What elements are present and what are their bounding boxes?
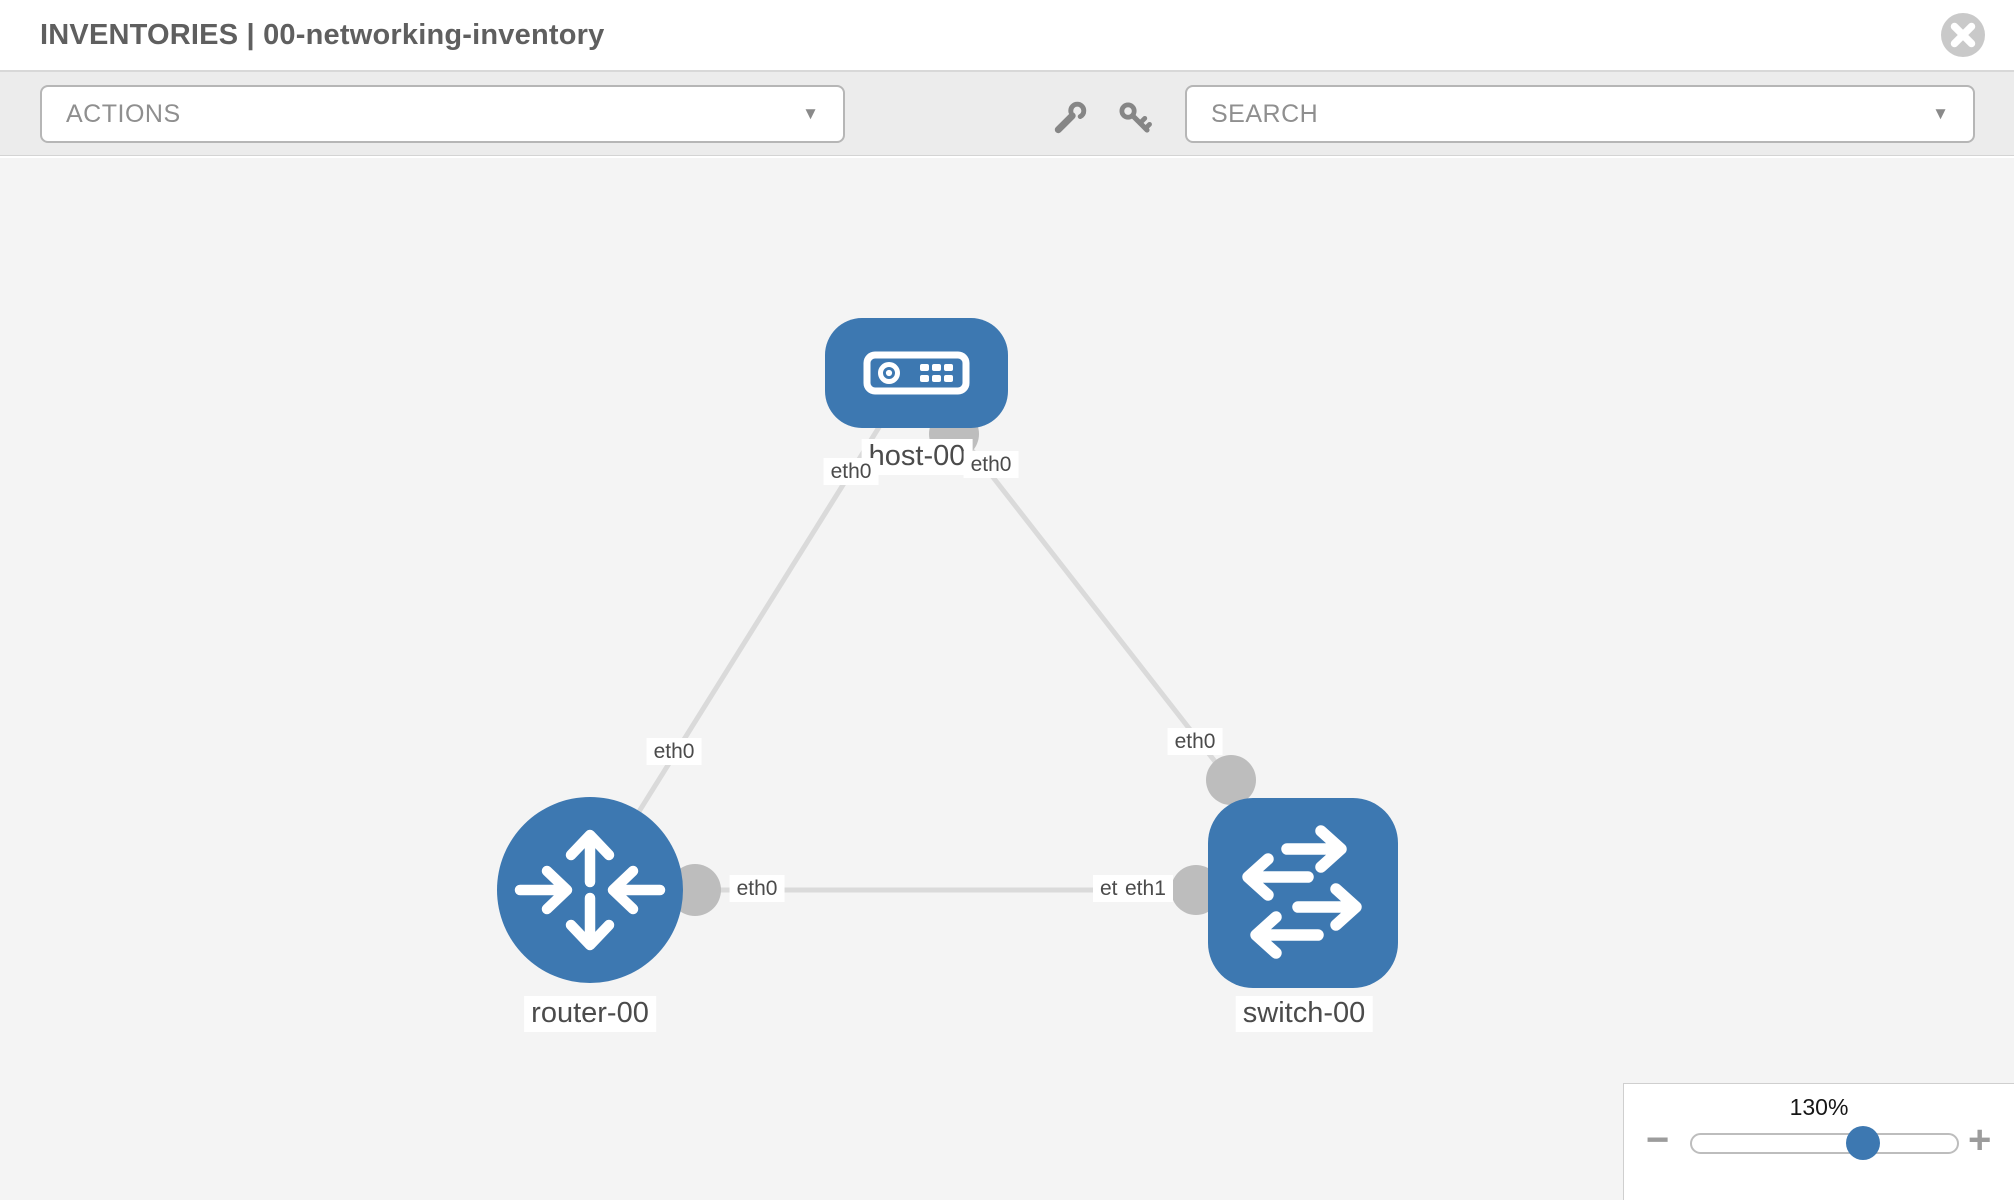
actions-dropdown[interactable]: ACTIONS ▼: [40, 85, 845, 143]
node-label-switch: switch-00: [1235, 996, 1373, 1032]
port-switch-eth0: [1206, 755, 1256, 805]
iface-label-host-eth0-left: eth0: [823, 458, 879, 486]
link-host-switch[interactable]: [951, 424, 1233, 784]
node-label-host: host-00: [861, 439, 973, 475]
actions-dropdown-label: ACTIONS: [66, 99, 181, 128]
key-icon[interactable]: [1116, 99, 1154, 137]
router-icon: [514, 829, 666, 951]
iface-label-switch-eth1: eth1: [1118, 875, 1173, 903]
link-group: [587, 422, 1233, 893]
close-button[interactable]: [1940, 12, 1986, 58]
chevron-down-icon: ▼: [802, 104, 819, 123]
iface-label-switch-eth0-uplink: eth0: [1167, 728, 1223, 756]
iface-label-router-eth0-uplink: eth0: [646, 738, 702, 766]
close-icon: [1941, 13, 1985, 57]
port-group: [669, 409, 1256, 916]
zoom-slider-thumb[interactable]: [1846, 1126, 1880, 1160]
topology-svg: [497, 318, 1398, 988]
modal-header: INVENTORIES | 00-networking-inventory: [0, 0, 2014, 72]
search-dropdown-label: SEARCH: [1211, 99, 1319, 128]
search-dropdown[interactable]: SEARCH ▼: [1185, 85, 1975, 143]
node-host-00[interactable]: [825, 318, 1008, 428]
node-label-router: router-00: [524, 996, 656, 1032]
node-router-00[interactable]: [497, 797, 683, 983]
iface-label-host-eth0-right: eth0: [963, 451, 1019, 479]
topology-canvas[interactable]: host-00 router-00 switch-00 eth0 eth0 et…: [0, 158, 2014, 1200]
zoom-control-panel: 130% − +: [1623, 1083, 2014, 1200]
host-icon: [863, 351, 970, 395]
switch-icon: [1242, 825, 1362, 959]
zoom-out-button[interactable]: −: [1646, 1118, 1670, 1162]
wrench-icon[interactable]: [1051, 99, 1089, 137]
zoom-slider-track[interactable]: [1690, 1133, 1959, 1154]
page-title: INVENTORIES | 00-networking-inventory: [40, 18, 605, 51]
zoom-level-value: 130%: [1789, 1094, 1849, 1120]
iface-label-router-eth0: eth0: [729, 875, 785, 903]
toolbar: ACTIONS ▼ SEARCH ▼: [0, 72, 2014, 156]
node-switch-00[interactable]: [1208, 798, 1398, 988]
zoom-in-button[interactable]: +: [1968, 1118, 1992, 1162]
chevron-down-icon: ▼: [1932, 104, 1949, 123]
